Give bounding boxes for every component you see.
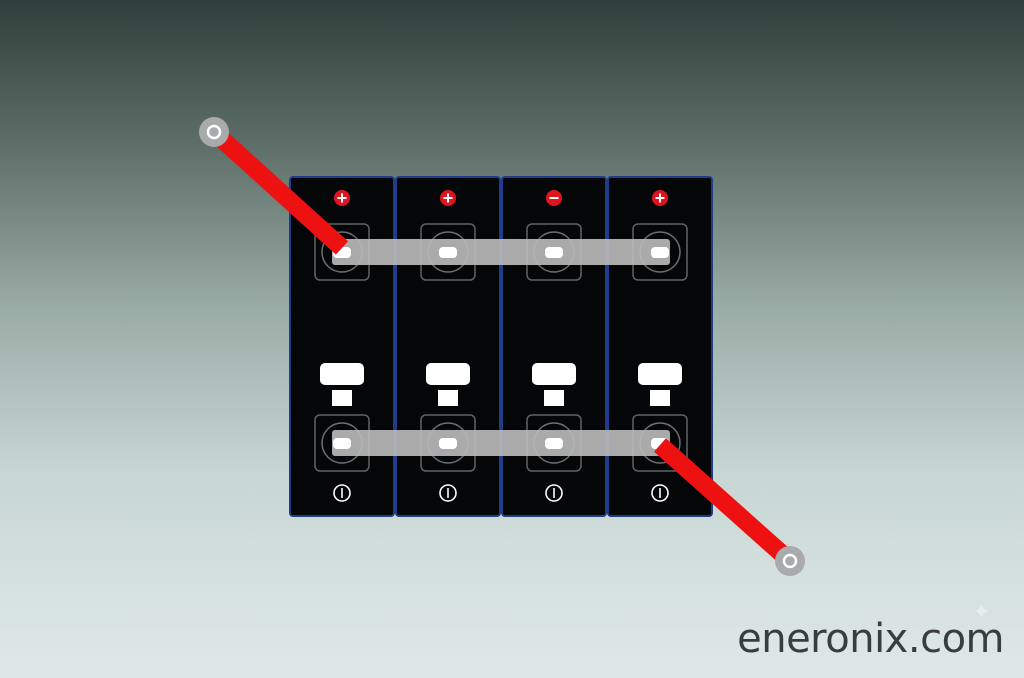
cables bbox=[199, 117, 805, 576]
ring-lug bbox=[775, 546, 805, 576]
vent-label bbox=[426, 363, 470, 406]
cell-body bbox=[289, 176, 395, 517]
busbars bbox=[332, 239, 670, 456]
cell-body bbox=[395, 176, 501, 517]
bottom-busbar bbox=[332, 430, 670, 456]
bolt-head bbox=[439, 247, 457, 258]
battery-cell bbox=[501, 176, 607, 517]
positive-terminal-icon bbox=[334, 190, 350, 206]
bolt-head bbox=[439, 438, 457, 449]
power-icon bbox=[439, 484, 457, 502]
top-busbar bbox=[332, 239, 670, 265]
positive-cable bbox=[199, 117, 349, 255]
vent-label bbox=[320, 363, 364, 406]
power-icon bbox=[651, 484, 669, 502]
battery-cell bbox=[395, 176, 501, 517]
sparkle-icon: ✦ bbox=[972, 600, 990, 625]
battery-cell bbox=[607, 176, 713, 517]
power-icon bbox=[333, 484, 351, 502]
vent-label bbox=[638, 363, 682, 406]
ring-lug bbox=[199, 117, 229, 147]
bolt-head bbox=[545, 247, 563, 258]
bolt-head bbox=[545, 438, 563, 449]
power-icon bbox=[545, 484, 563, 502]
battery-cell bbox=[289, 176, 395, 517]
bolt-head bbox=[651, 247, 669, 258]
positive-terminal-icon bbox=[440, 190, 456, 206]
cell-body bbox=[607, 176, 713, 517]
positive-terminal-icon bbox=[652, 190, 668, 206]
watermark: eneronix.com ✦ bbox=[737, 600, 1004, 662]
negative-terminal-icon bbox=[546, 190, 562, 206]
bolt-head bbox=[333, 438, 351, 449]
watermark-text: eneronix.com bbox=[737, 616, 1004, 662]
vent-label bbox=[532, 363, 576, 406]
negative-cable bbox=[654, 438, 805, 576]
cell-body bbox=[501, 176, 607, 517]
battery-cells bbox=[289, 176, 713, 517]
